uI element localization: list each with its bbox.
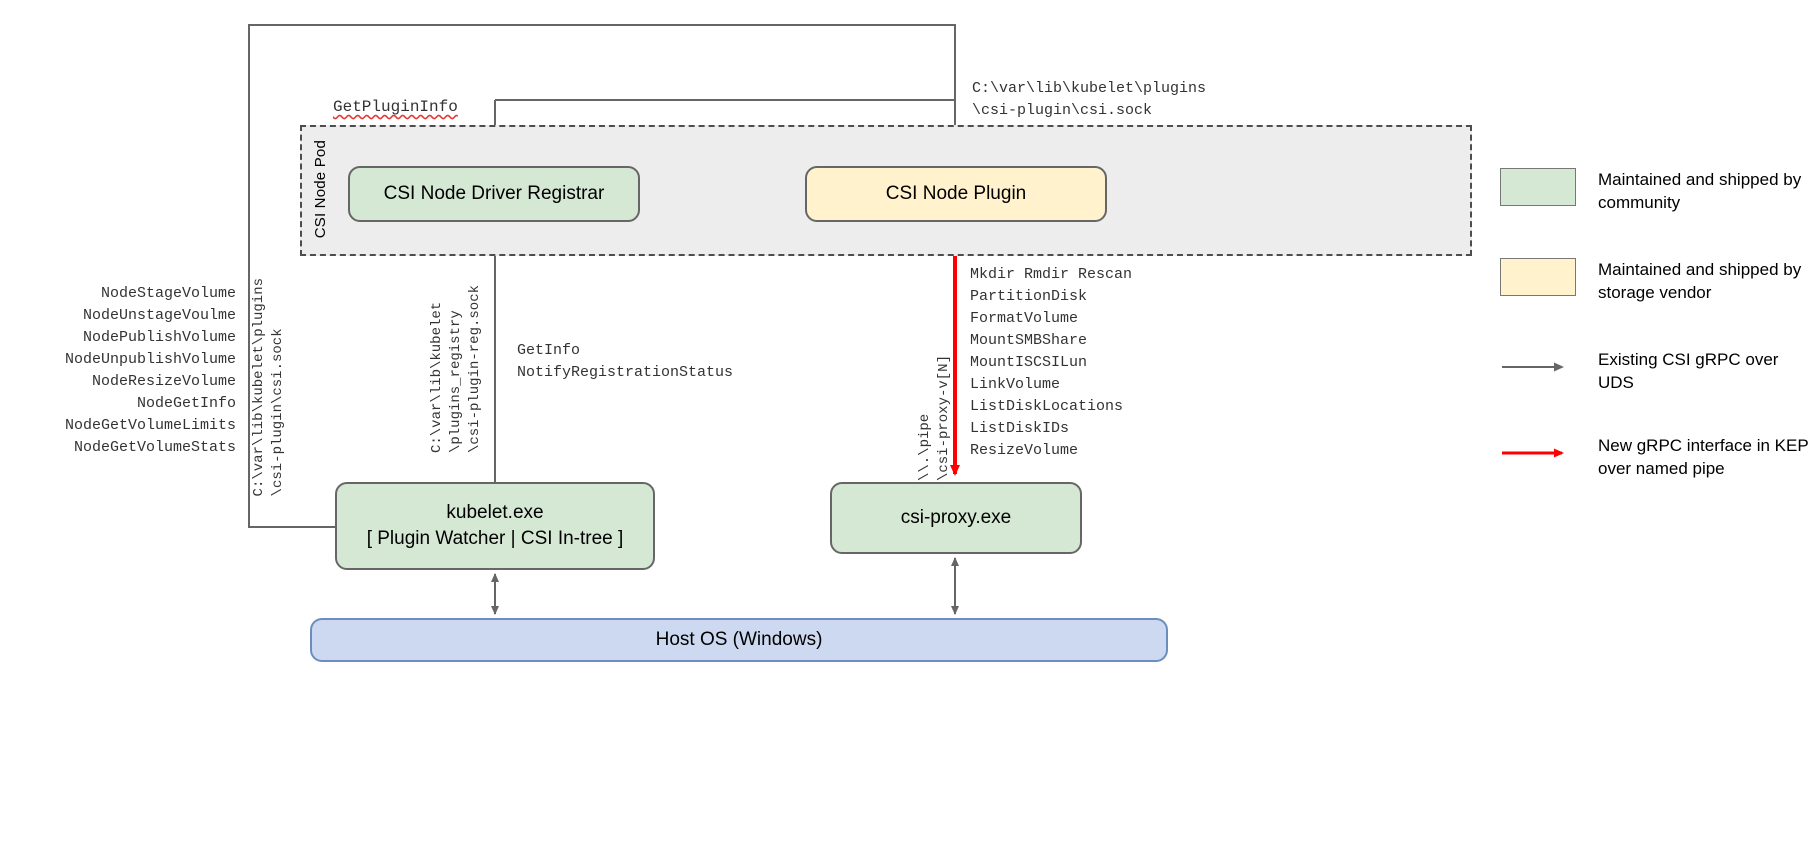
node-kubelet-exe[interactable]: kubelet.exe [ Plugin Watcher | CSI In-tr… [335, 482, 655, 570]
legend-label: Maintained and shipped by storage vendor [1598, 260, 1802, 302]
node-host-os[interactable]: Host OS (Windows) [310, 618, 1168, 662]
node-csi-node-plugin[interactable]: CSI Node Plugin [805, 166, 1107, 222]
legend-color-swatch [1500, 168, 1576, 206]
legend-arrow-icon [1500, 348, 1576, 386]
legend-row: Maintained and shipped by community [1500, 168, 1810, 214]
list-node-service-apis: NodeStageVolume NodeUnstageVoulme NodePu… [64, 285, 236, 456]
csi-node-pod-label: CSI Node Pod [312, 140, 329, 239]
list-csi-proxy-apis: Mkdir Rmdir Rescan PartitionDisk FormatV… [970, 266, 1133, 459]
legend-label: Existing CSI gRPC over UDS [1598, 350, 1779, 392]
legend-color-swatch [1500, 258, 1576, 296]
label-get-plugin-info: GetPluginInfo [333, 98, 458, 116]
node-csi-proxy-exe[interactable]: csi-proxy.exe [830, 482, 1082, 554]
label-vertical-csi-socket-path: C:\var\lib\kubelet\plugins \csi-plugin\c… [251, 278, 286, 497]
legend-label: Maintained and shipped by community [1598, 170, 1802, 212]
label-csi-socket-path: C:\var\lib\kubelet\plugins \csi-plugin\c… [972, 80, 1207, 119]
label-registration-calls: GetInfo NotifyRegistrationStatus [517, 342, 734, 381]
label-vertical-named-pipe: \\.\pipe \csi-proxy-v[N] [917, 355, 952, 482]
node-label: csi-proxy.exe [900, 507, 1012, 529]
legend-label: New gRPC interface in KEP over named pip… [1598, 436, 1809, 478]
node-csi-node-driver-registrar[interactable]: CSI Node Driver Registrar [348, 166, 640, 222]
node-label: CSI Node Plugin [885, 183, 1027, 205]
node-label-secondary: [ Plugin Watcher | CSI In-tree ] [366, 528, 624, 549]
node-label-primary: kubelet.exe [446, 502, 544, 524]
label-vertical-registration-socket-path: C:\var\lib\kubelet \plugins_registry \cs… [429, 285, 483, 454]
legend-row: New gRPC interface in KEP over named pip… [1500, 434, 1810, 480]
legend-row: Maintained and shipped by storage vendor [1500, 258, 1810, 304]
legend-arrow-icon [1500, 434, 1576, 472]
legend-row: Existing CSI gRPC over UDS [1500, 348, 1810, 394]
csi-node-pod-container [300, 125, 1472, 256]
node-label: CSI Node Driver Registrar [383, 183, 605, 205]
node-label: Host OS (Windows) [655, 629, 823, 651]
